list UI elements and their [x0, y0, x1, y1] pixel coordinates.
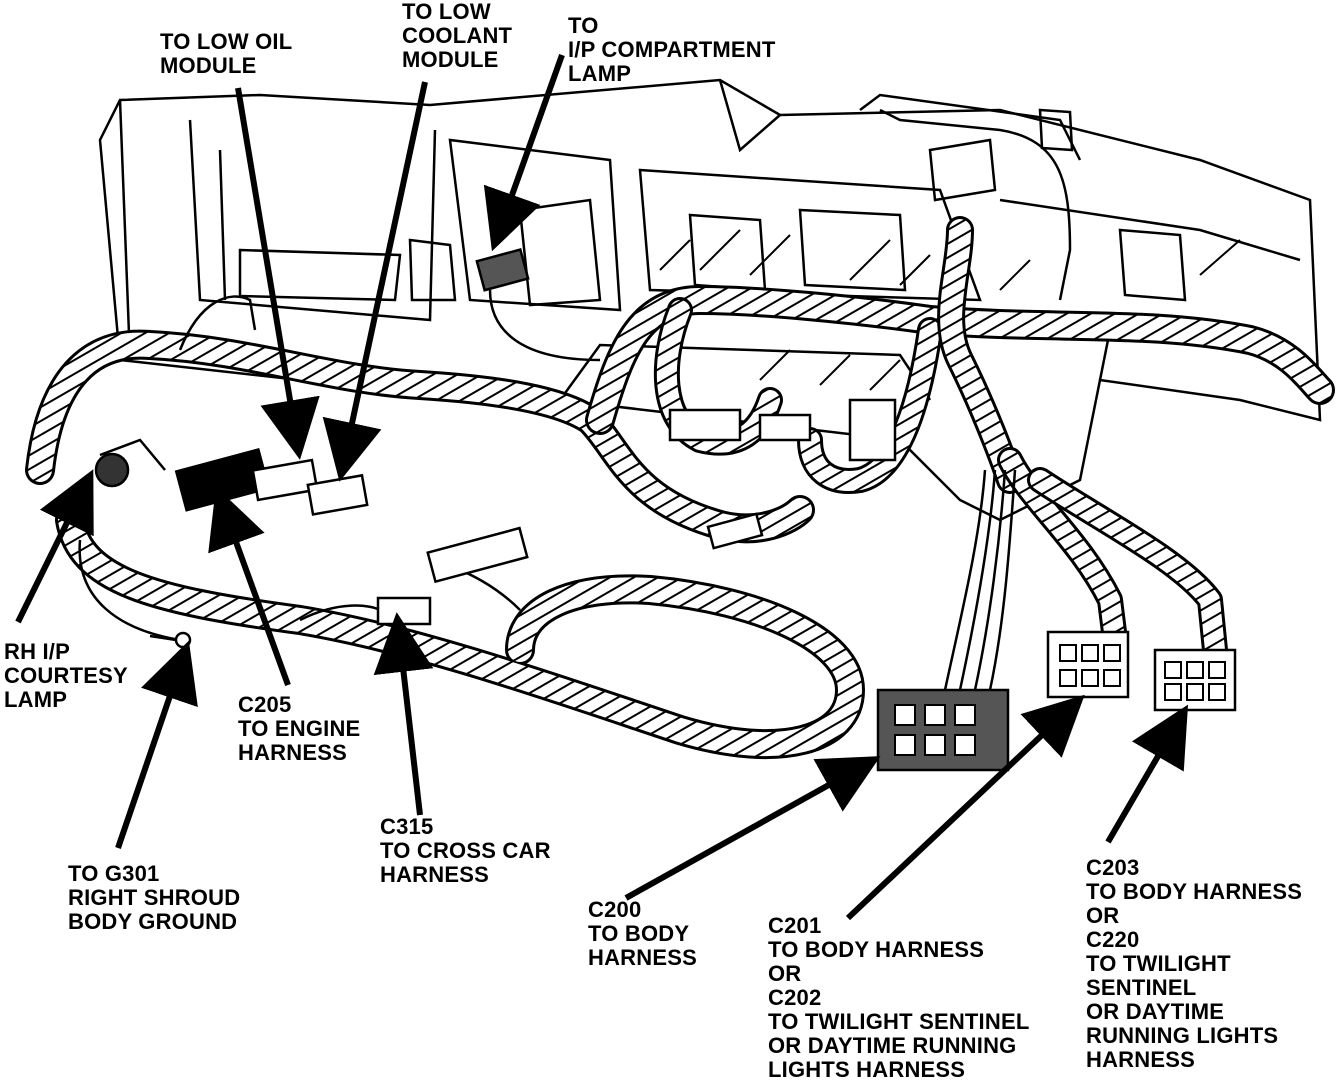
callout-ip-compartment-lamp: TO I/P COMPARTMENT LAMP [568, 14, 776, 86]
callout-low-coolant-module: TO LOW COOLANT MODULE [402, 0, 512, 72]
callout-line: TO CROSS CAR [380, 838, 551, 863]
loose-wires [78, 108, 1072, 691]
callout-line: MODULE [160, 53, 257, 78]
callout-line: I/P COMPARTMENT [568, 37, 776, 62]
callout-line: COURTESY [4, 663, 128, 688]
callout-line: HARNESS [588, 945, 697, 970]
callout-c203-c220: C203 TO BODY HARNESS OR C220 TO TWILIGHT… [1086, 856, 1302, 1072]
arrow-c203 [1105, 704, 1189, 844]
callout-line: C200 [588, 897, 642, 922]
spare-connector [426, 526, 529, 584]
arrow-rh-courtesy [15, 469, 94, 624]
callout-line: OR [1086, 903, 1120, 928]
callout-line: C202 [768, 985, 822, 1010]
callout-line: OR DAYTIME [1086, 999, 1225, 1024]
callout-line: C220 [1086, 927, 1140, 952]
callout-line: TO G301 [68, 861, 160, 886]
c315-connector [376, 596, 432, 626]
callout-c200: C200 TO BODY HARNESS [588, 898, 697, 970]
callout-line: MODULE [402, 47, 499, 72]
arrow-c200 [624, 756, 881, 901]
callout-line: LAMP [4, 687, 68, 712]
ip-lamp-connector [475, 248, 530, 292]
spare-connector-2 [706, 512, 764, 550]
callout-line: C205 [238, 692, 292, 717]
callout-line: RH I/P [4, 639, 70, 664]
arrow-c201 [845, 694, 1085, 921]
callout-c201-c202: C201 TO BODY HARNESS OR C202 TO TWILIGHT… [768, 914, 1029, 1082]
courtesy-lamp-socket [94, 438, 166, 488]
callout-line: HARNESS [380, 862, 489, 887]
callout-line: C203 [1086, 855, 1140, 880]
callout-line: LIGHTS HARNESS [768, 1057, 966, 1082]
c201-connector [1046, 630, 1130, 699]
callout-line: TO [568, 13, 599, 38]
callout-line: SENTINEL [1086, 975, 1197, 1000]
callout-line: TO TWILIGHT SENTINEL [768, 1009, 1030, 1034]
leader-arrows [15, 53, 1189, 921]
callout-line: OR [768, 961, 802, 986]
callout-line: C201 [768, 913, 822, 938]
callout-line: BODY GROUND [68, 909, 238, 934]
arrow-low-coolant [322, 81, 428, 482]
panel-connector-3 [848, 398, 897, 462]
callout-line: TO BODY HARNESS [1086, 879, 1303, 904]
arrow-ip-lamp [483, 53, 565, 252]
callout-line: OR DAYTIME RUNNING [768, 1033, 1017, 1058]
callout-line: TO LOW OIL [160, 29, 293, 54]
arrow-low-oil [235, 87, 320, 460]
callout-low-oil-module: TO LOW OIL MODULE [160, 30, 292, 78]
callout-line: TO TWILIGHT [1086, 951, 1231, 976]
callout-line: HARNESS [238, 740, 347, 765]
arrow-g301 [115, 640, 198, 849]
c200-connector [876, 688, 1010, 772]
callout-line: TO LOW [402, 0, 491, 24]
connector-pin-detail [894, 644, 1226, 756]
panel-connector-2 [758, 413, 812, 442]
callout-line: RIGHT SHROUD [68, 885, 241, 910]
callout-line: TO ENGINE [238, 716, 361, 741]
callout-line: TO BODY [588, 921, 690, 946]
arrow-c205 [208, 486, 291, 687]
callout-rh-ip-courtesy-lamp: RH I/P COURTESY LAMP [4, 640, 128, 712]
callout-c205: C205 TO ENGINE HARNESS [238, 693, 360, 765]
wiring-harness [25, 216, 1335, 760]
panel-hatching [659, 229, 1241, 391]
callout-g301-ground: TO G301 RIGHT SHROUD BODY GROUND [68, 862, 240, 934]
callout-c315: C315 TO CROSS CAR HARNESS [380, 815, 551, 887]
panel-connector-1 [668, 408, 742, 442]
callout-line: LAMP [568, 61, 632, 86]
callout-line: TO BODY HARNESS [768, 937, 985, 962]
callout-line: RUNNING LIGHTS [1086, 1023, 1279, 1048]
arrow-c315 [373, 612, 434, 816]
low-oil-connector [251, 458, 319, 502]
callout-line: COOLANT [402, 23, 513, 48]
callout-line: C315 [380, 814, 434, 839]
callout-line: HARNESS [1086, 1047, 1195, 1072]
